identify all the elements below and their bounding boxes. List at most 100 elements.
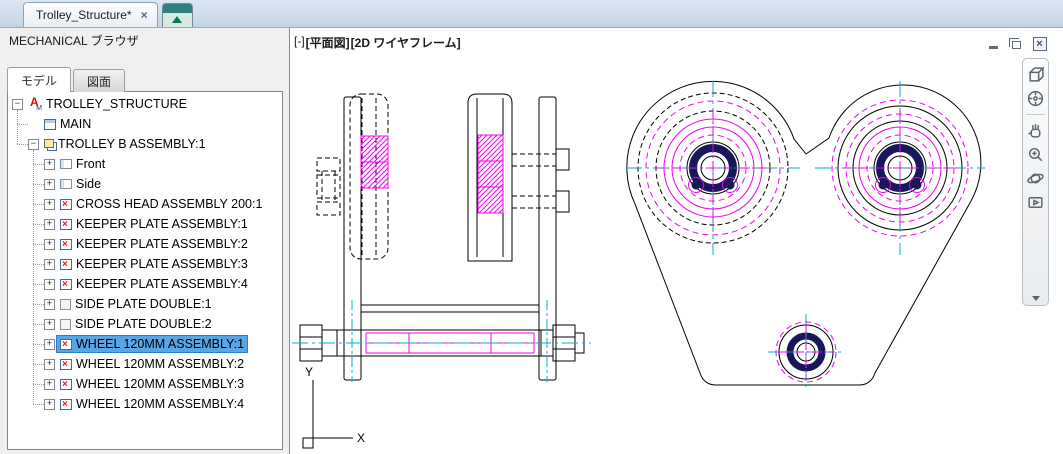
tree-item[interactable]: + SIDE PLATE DOUBLE:2 bbox=[8, 314, 282, 334]
tree-item-label: KEEPER PLATE ASSEMBLY:4 bbox=[76, 277, 248, 291]
drawing-canvas[interactable]: Y X [-] [平面図] [2D ワイヤフレーム] × bbox=[291, 28, 1063, 454]
navbar-more-chevron-icon[interactable] bbox=[1031, 296, 1040, 301]
viewport-view-control[interactable]: [平面図] bbox=[305, 36, 350, 50]
minimize-icon bbox=[989, 46, 998, 49]
tree-expander-icon[interactable]: + bbox=[44, 178, 55, 190]
tab-close-icon[interactable]: × bbox=[140, 8, 148, 22]
tree-item-main[interactable]: KEEPER PLATE ASSEMBLY:1 bbox=[57, 216, 251, 232]
document-tab[interactable]: Trolley_Structure* × bbox=[23, 2, 158, 27]
tree-item-icon bbox=[60, 198, 72, 210]
tree-item-main[interactable]: WHEEL 120MM ASSEMBLY:2 bbox=[57, 356, 247, 372]
view-cube-icon[interactable] bbox=[1025, 64, 1046, 85]
tree-item[interactable]: MAIN bbox=[8, 114, 282, 134]
tree-expander-icon[interactable]: + bbox=[44, 378, 55, 390]
navigation-wheel-icon[interactable] bbox=[1025, 88, 1046, 109]
tree-expander-icon[interactable]: + bbox=[44, 238, 55, 250]
close-icon: × bbox=[1032, 37, 1047, 51]
minimize-button[interactable] bbox=[986, 37, 1001, 51]
pan-hand-icon[interactable] bbox=[1025, 120, 1046, 141]
tree-item-main[interactable]: KEEPER PLATE ASSEMBLY:4 bbox=[57, 276, 251, 292]
tree-item-icon bbox=[60, 338, 72, 350]
tree-item-label: WHEEL 120MM ASSEMBLY:4 bbox=[76, 397, 245, 411]
tree-item-label: WHEEL 120MM ASSEMBLY:1 bbox=[76, 337, 245, 351]
cad-drawing: Y X bbox=[292, 80, 985, 449]
navigation-bar bbox=[1022, 58, 1049, 306]
tree-item-main[interactable]: TROLLEY_STRUCTURE bbox=[25, 96, 190, 112]
tree-item-main[interactable]: Side bbox=[57, 176, 104, 192]
tree-item-label: KEEPER PLATE ASSEMBLY:1 bbox=[76, 217, 248, 231]
tree-item-main[interactable]: WHEEL 120MM ASSEMBLY:1 bbox=[55, 335, 249, 353]
tree-expander-icon[interactable]: + bbox=[44, 338, 55, 350]
tree-expander-icon[interactable]: + bbox=[44, 258, 55, 270]
panel-title: MECHANICAL ブラウザ bbox=[9, 34, 139, 48]
ucs-y-label: Y bbox=[305, 365, 313, 379]
tree-item-icon bbox=[60, 218, 72, 230]
tree-item[interactable]: + KEEPER PLATE ASSEMBLY:1 bbox=[8, 214, 282, 234]
tree-item[interactable]: + CROSS HEAD ASSEMBLY 200:1 bbox=[8, 194, 282, 214]
tree-item-icon bbox=[60, 238, 72, 250]
tree-item-label: TROLLEY_STRUCTURE bbox=[46, 97, 187, 111]
tree-item[interactable]: + WHEEL 120MM ASSEMBLY:3 bbox=[8, 374, 282, 394]
tree-item-main[interactable]: KEEPER PLATE ASSEMBLY:2 bbox=[57, 236, 251, 252]
tree-item[interactable]: + WHEEL 120MM ASSEMBLY:1 bbox=[8, 334, 282, 354]
tree-item[interactable]: − TROLLEY B ASSEMBLY:1 bbox=[8, 134, 282, 154]
tree-item-label: SIDE PLATE DOUBLE:1 bbox=[75, 297, 212, 311]
tree-item-icon bbox=[28, 96, 42, 112]
tree-item-label: Side bbox=[76, 177, 102, 191]
tree-item-icon bbox=[60, 179, 72, 189]
restore-icon bbox=[1009, 38, 1021, 49]
tree-item-main[interactable]: WHEEL 120MM ASSEMBLY:4 bbox=[57, 396, 247, 412]
tree-expander-icon[interactable]: − bbox=[28, 138, 39, 150]
document-tab-bar: Trolley_Structure* × bbox=[0, 0, 1063, 28]
window-buttons: × bbox=[986, 37, 1047, 51]
browser-tab[interactable]: 図面 bbox=[73, 69, 126, 92]
tree-item[interactable]: + Side bbox=[8, 174, 282, 194]
restore-button[interactable] bbox=[1009, 37, 1024, 51]
tree-expander-icon[interactable]: + bbox=[44, 158, 55, 170]
tree-item[interactable]: + Front bbox=[8, 154, 282, 174]
tree-item-main[interactable]: KEEPER PLATE ASSEMBLY:3 bbox=[57, 256, 251, 272]
tree-expander-icon[interactable]: + bbox=[44, 358, 55, 370]
tree-expander-icon[interactable]: + bbox=[44, 398, 55, 410]
browser-tab-label: モデル bbox=[21, 73, 58, 88]
tree-item[interactable]: + SIDE PLATE DOUBLE:1 bbox=[8, 294, 282, 314]
viewport-visual-style-control[interactable]: [2D ワイヤフレーム] bbox=[350, 36, 461, 50]
tree-expander-icon[interactable]: + bbox=[44, 318, 55, 330]
tree-rows: − TROLLEY_STRUCTURE MAIN − TROLLEY B ASS… bbox=[8, 94, 282, 414]
tree-item-main[interactable]: SIDE PLATE DOUBLE:2 bbox=[57, 316, 215, 332]
tree-expander-icon[interactable]: + bbox=[44, 278, 55, 290]
tree-expander-icon[interactable]: + bbox=[44, 218, 55, 230]
model-tree: − TROLLEY_STRUCTURE MAIN − TROLLEY B ASS… bbox=[7, 91, 283, 450]
tree-item[interactable]: + WHEEL 120MM ASSEMBLY:2 bbox=[8, 354, 282, 374]
tree-expander-icon[interactable]: − bbox=[12, 98, 23, 110]
tree-item[interactable]: + KEEPER PLATE ASSEMBLY:3 bbox=[8, 254, 282, 274]
tree-item-label: KEEPER PLATE ASSEMBLY:3 bbox=[76, 257, 248, 271]
browser-tab[interactable]: モデル bbox=[7, 67, 72, 92]
tree-guide-line bbox=[33, 150, 34, 404]
showmotion-icon[interactable] bbox=[1025, 192, 1046, 213]
tree-item-icon bbox=[60, 398, 72, 410]
tree-item-label: KEEPER PLATE ASSEMBLY:2 bbox=[76, 237, 248, 251]
new-tab-button[interactable] bbox=[161, 3, 193, 27]
tree-item-main[interactable]: SIDE PLATE DOUBLE:1 bbox=[57, 296, 215, 312]
zoom-icon[interactable] bbox=[1025, 144, 1046, 165]
viewport-minimize-control[interactable]: [-] bbox=[294, 34, 305, 48]
tree-item-main[interactable]: Front bbox=[57, 156, 108, 172]
browser-tab-label: 図面 bbox=[87, 74, 112, 89]
tree-item[interactable]: − TROLLEY_STRUCTURE bbox=[8, 94, 282, 114]
tree-item-main[interactable]: TROLLEY B ASSEMBLY:1 bbox=[41, 136, 209, 152]
close-button[interactable]: × bbox=[1032, 37, 1047, 51]
tree-item[interactable]: + KEEPER PLATE ASSEMBLY:4 bbox=[8, 274, 282, 294]
mechanical-browser-panel: MECHANICAL ブラウザ モデル 図面 − TROLLEY_STRUCTU… bbox=[0, 28, 290, 454]
tree-item-main[interactable]: WHEEL 120MM ASSEMBLY:3 bbox=[57, 376, 247, 392]
tree-item-label: WHEEL 120MM ASSEMBLY:3 bbox=[76, 377, 245, 391]
tree-item-icon bbox=[60, 258, 72, 270]
tree-expander-icon[interactable]: + bbox=[44, 198, 55, 210]
orbit-icon[interactable] bbox=[1025, 168, 1046, 189]
tree-item-main[interactable]: CROSS HEAD ASSEMBLY 200:1 bbox=[57, 196, 265, 212]
tree-item[interactable]: + WHEEL 120MM ASSEMBLY:4 bbox=[8, 394, 282, 414]
tree-expander-icon[interactable]: + bbox=[44, 298, 55, 310]
tree-item-main[interactable]: MAIN bbox=[41, 116, 94, 132]
tree-item[interactable]: + KEEPER PLATE ASSEMBLY:2 bbox=[8, 234, 282, 254]
